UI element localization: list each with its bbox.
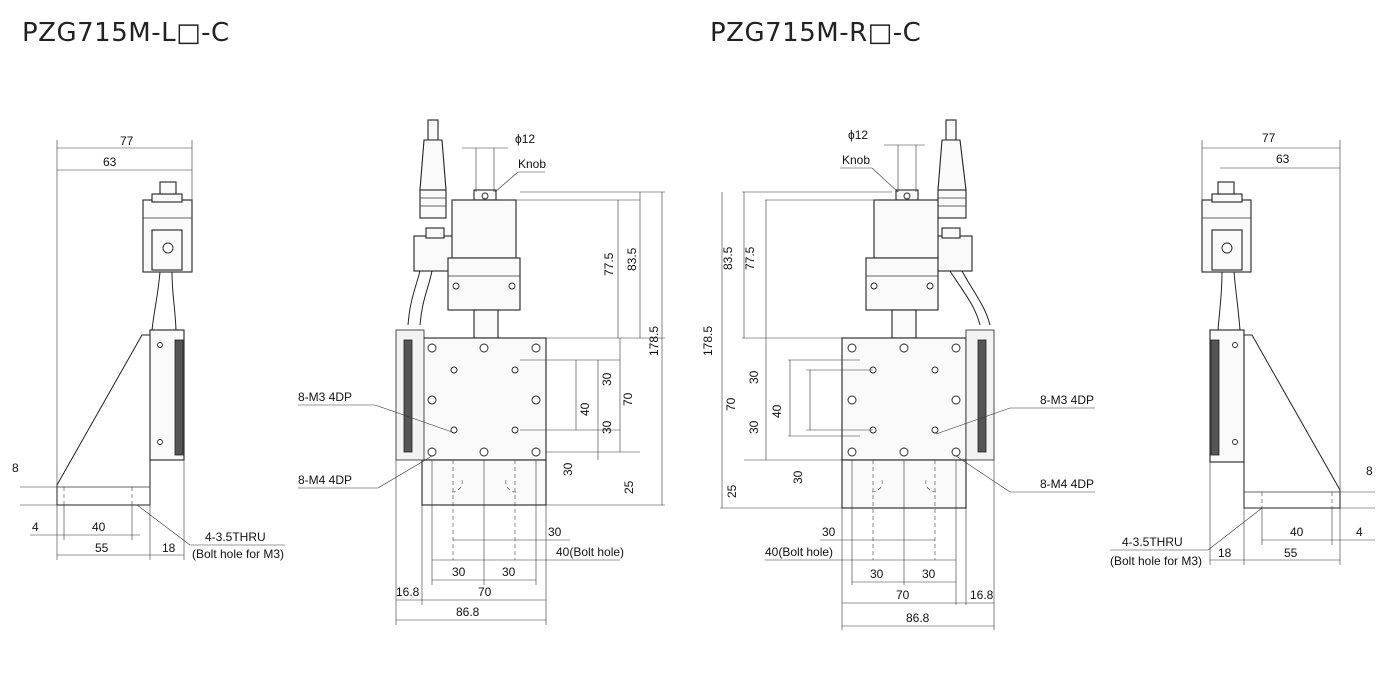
dim-70-left-h: 70	[478, 585, 492, 599]
dim-77-right-side: 77	[1262, 131, 1276, 145]
title-right: PZG715M-R□-C	[710, 18, 922, 48]
label-knob-right: Knob	[842, 153, 870, 167]
dim-4-left-side: 4	[32, 520, 39, 534]
dim-30-left-c: 30	[561, 462, 575, 476]
label-m4-right: 8-M4 4DP	[1040, 477, 1094, 491]
dim-70-left-v: 70	[621, 392, 635, 406]
dim-8-right-side: 8	[1366, 464, 1373, 478]
dim-18-right-side: 18	[1218, 546, 1232, 560]
label-bolt-hole-left: 40(Bolt hole)	[556, 545, 624, 559]
dim-63-left-side: 63	[103, 155, 117, 169]
label-thru-left: 4-3.5THRU	[205, 530, 266, 544]
dim-77-5-right: 77.5	[743, 246, 757, 270]
label-phi12-left: ϕ12	[515, 132, 535, 146]
dim-55-right-side: 55	[1284, 546, 1298, 560]
right-front-view: ϕ12 Knob 83.5 77.5 178.5	[701, 119, 1095, 630]
dim-30-left-e: 30	[452, 565, 466, 579]
dim-77-5-left: 77.5	[602, 252, 616, 276]
left-side-view: 77 63 8 4 40 55 18	[12, 134, 285, 561]
right-side-view: 77 63 8 40 4 18 55	[1110, 131, 1375, 568]
left-front-view: ϕ12 Knob 77.5 83.5	[298, 119, 665, 625]
dim-30-right-d: 30	[822, 525, 836, 539]
dim-30-left-b: 30	[600, 420, 614, 434]
label-bolt-hole-right: 40(Bolt hole)	[765, 545, 833, 559]
label-bolt-m3-right: (Bolt hole for M3)	[1110, 554, 1202, 568]
dim-70-right-v: 70	[724, 397, 738, 411]
label-knob-left: Knob	[518, 157, 546, 171]
dim-30-right-f: 30	[922, 567, 936, 581]
dim-8-left-side: 8	[12, 461, 19, 475]
dim-4-right-side: 4	[1356, 525, 1363, 539]
dim-83-5-left: 83.5	[625, 247, 639, 271]
dim-30-left-f: 30	[502, 565, 516, 579]
dim-30-left-d: 30	[548, 525, 562, 539]
dim-83-5-right: 83.5	[721, 246, 735, 270]
label-m4-left: 8-M4 4DP	[298, 473, 352, 487]
dim-63-right-side: 63	[1276, 152, 1290, 166]
dim-70-right-h: 70	[896, 588, 910, 602]
dim-178-5-left: 178.5	[647, 326, 661, 356]
label-bolt-m3-left: (Bolt hole for M3)	[192, 547, 284, 561]
label-phi12-right: ϕ12	[848, 128, 868, 142]
label-m3-left: 8-M3 4DP	[298, 390, 352, 404]
dim-178-5-right: 178.5	[701, 326, 715, 356]
label-m3-right: 8-M3 4DP	[1040, 393, 1094, 407]
dim-30-left-a: 30	[600, 372, 614, 386]
dim-86-8-right: 86.8	[906, 611, 930, 625]
dim-25-right: 25	[725, 484, 739, 498]
dim-30-right-b: 30	[747, 420, 761, 434]
dim-30-right-c: 30	[791, 470, 805, 484]
dim-40-left-side: 40	[92, 520, 106, 534]
dim-55-left-side: 55	[95, 541, 109, 555]
dim-40-left-v: 40	[578, 402, 592, 416]
label-thru-right: 4-3.5THRU	[1122, 535, 1183, 549]
dim-40-right-v: 40	[770, 404, 784, 418]
dim-40-right-side: 40	[1290, 525, 1304, 539]
dim-16-8-left: 16.8	[396, 585, 420, 599]
dim-30-right-e: 30	[870, 567, 884, 581]
dim-77-left-side: 77	[120, 134, 134, 148]
dim-18-left-side: 18	[162, 541, 176, 555]
dim-25-left: 25	[622, 480, 636, 494]
dim-16-8-right: 16.8	[970, 588, 994, 602]
dim-30-right-a: 30	[747, 370, 761, 384]
dim-86-8-left: 86.8	[456, 605, 480, 619]
title-left: PZG715M-L□-C	[22, 18, 230, 48]
